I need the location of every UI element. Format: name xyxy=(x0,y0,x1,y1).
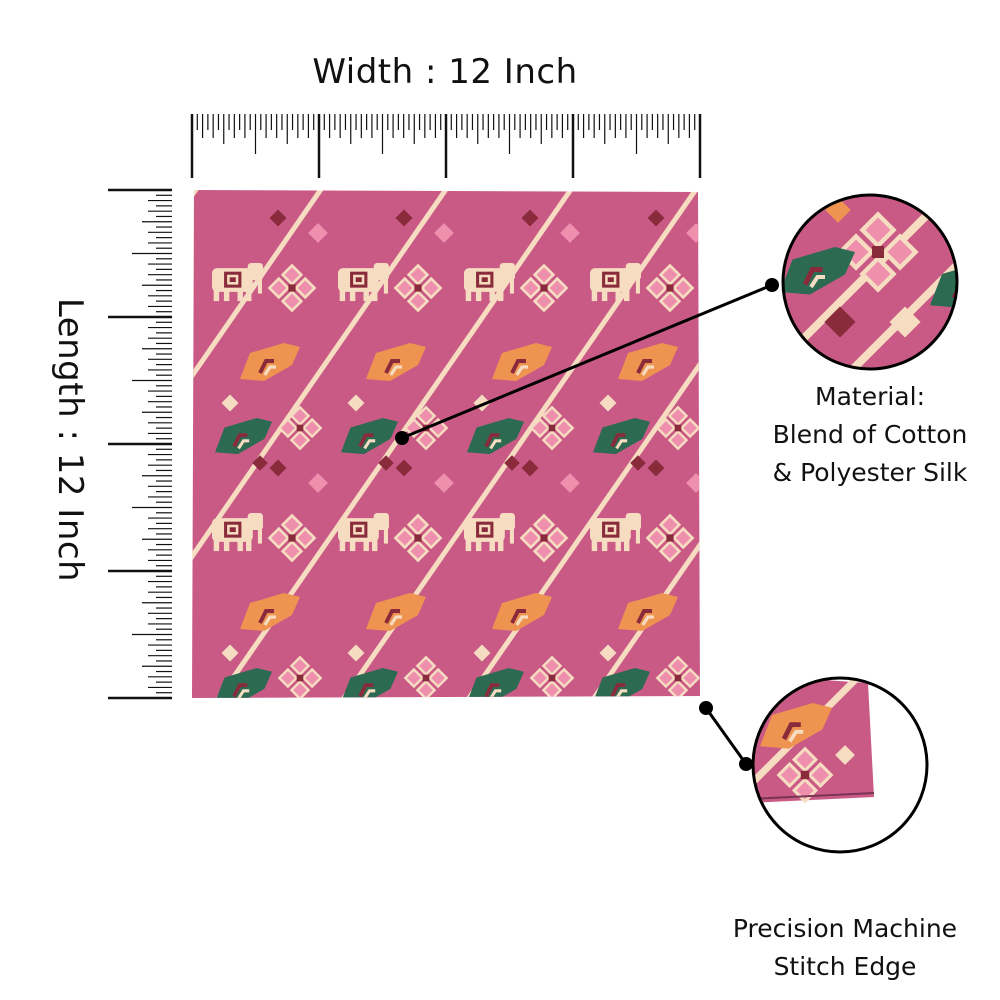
stitch-callout: Precision Machine Stitch Edge xyxy=(700,910,990,986)
diamond-motif xyxy=(686,473,700,493)
diagonal-stripe xyxy=(192,190,352,698)
diamond-motif xyxy=(347,644,365,662)
parrot-motif xyxy=(215,418,272,455)
elephant-motif xyxy=(338,263,389,302)
elephant-motif xyxy=(464,513,515,552)
material-zoom-circle xyxy=(781,193,959,371)
diagonal-stripe xyxy=(312,190,700,698)
diamond-motif xyxy=(308,223,328,243)
flower-motif xyxy=(277,405,323,451)
diamond-motif xyxy=(647,459,665,477)
parrot-motif xyxy=(618,593,678,631)
flower-motif xyxy=(267,513,317,563)
material-line-1: Blend of Cotton xyxy=(772,420,968,449)
flower-motif xyxy=(393,513,443,563)
flower-motif xyxy=(267,263,317,313)
parrot-motif xyxy=(341,668,398,698)
stitch-line-1: Precision Machine xyxy=(732,914,958,943)
elephant-motif xyxy=(590,513,641,552)
diamond-motif xyxy=(221,644,239,662)
stitch-line xyxy=(753,792,875,800)
material-callout: Material: Blend of Cotton & Polyester Si… xyxy=(740,378,1000,492)
elephant-motif xyxy=(212,513,263,552)
flower-motif xyxy=(655,655,700,698)
parrot-motif xyxy=(240,343,300,381)
parrot-motif xyxy=(760,703,832,749)
elephant-motif xyxy=(212,263,263,302)
elephant-motif xyxy=(338,513,389,552)
parrot-motif xyxy=(783,247,855,295)
flower-motif xyxy=(529,655,575,698)
diagonal-stripe xyxy=(192,190,477,698)
width-ruler xyxy=(190,114,702,178)
flower-motif xyxy=(277,655,323,698)
material-connector-end-dot xyxy=(765,278,779,292)
parrot-motif xyxy=(467,668,524,698)
diamond-motif xyxy=(434,223,454,243)
stitch-connector-dot xyxy=(699,701,713,715)
stitch-connector-line xyxy=(704,707,748,765)
parrot-motif xyxy=(366,593,426,631)
material-line-2: & Polyester Silk xyxy=(772,458,968,487)
diamond-motif xyxy=(395,459,413,477)
flower-motif xyxy=(645,513,695,563)
material-heading: Material: xyxy=(815,382,925,411)
stitch-zoom-circle xyxy=(751,676,929,854)
diamond-motif xyxy=(599,644,617,662)
length-ruler xyxy=(108,188,172,700)
diamond-motif xyxy=(521,459,539,477)
pocket-square-fabric xyxy=(192,190,700,698)
diagonal-stripe xyxy=(562,190,700,698)
parrot-motif xyxy=(492,593,552,631)
length-label: Length : 12 Inch xyxy=(50,297,90,583)
diamond-motif xyxy=(434,473,454,493)
diamond-motif xyxy=(647,209,665,227)
diamond-motif xyxy=(347,394,365,412)
diamond-motif xyxy=(308,473,328,493)
flower-motif xyxy=(776,746,834,804)
diamond-motif xyxy=(521,209,539,227)
flower-motif xyxy=(519,513,569,563)
stitch-line-2: Stitch Edge xyxy=(773,952,917,981)
parrot-motif xyxy=(215,668,272,698)
parrot-motif xyxy=(593,668,650,698)
diamond-motif xyxy=(473,644,491,662)
flower-motif xyxy=(403,655,449,698)
parrot-motif xyxy=(341,418,398,455)
parrot-motif xyxy=(240,593,300,631)
diagonal-stripe xyxy=(437,190,700,698)
diamond-motif xyxy=(560,473,580,493)
diagonal-stripe xyxy=(192,190,602,698)
width-label: Width : 12 Inch xyxy=(312,52,578,92)
